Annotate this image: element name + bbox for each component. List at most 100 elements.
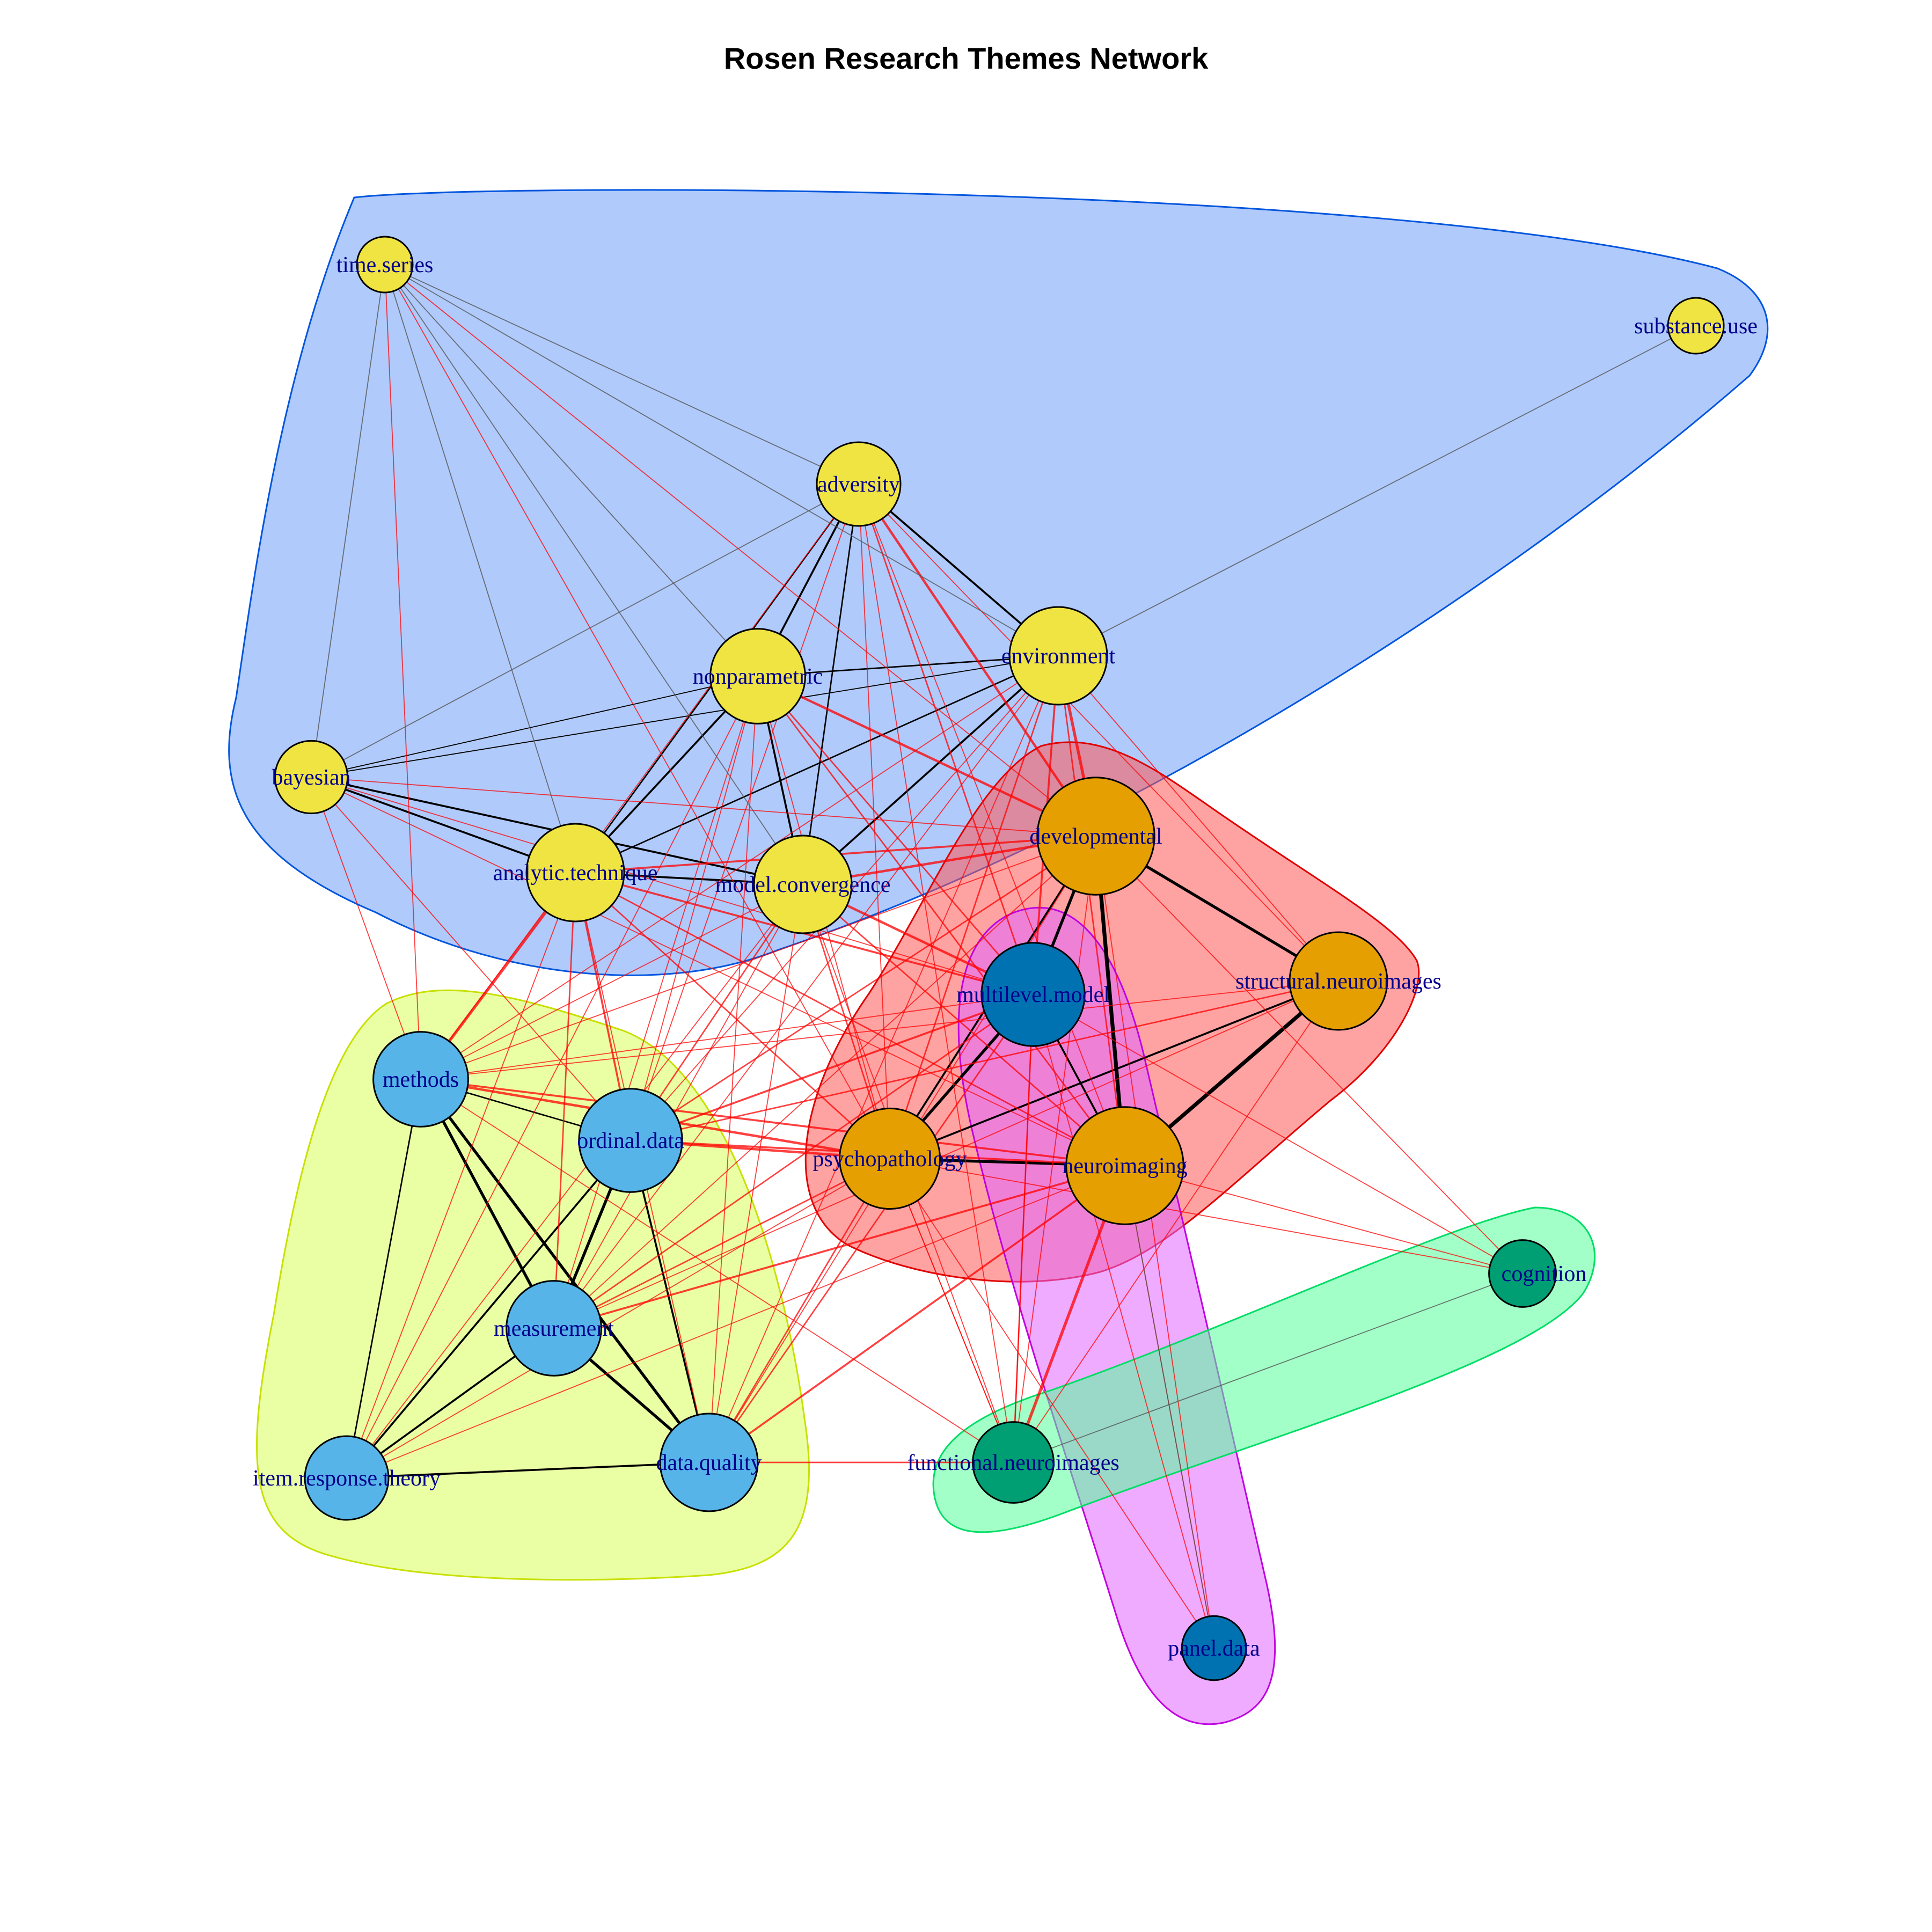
edge-time.series-methods — [384, 264, 421, 1080]
edge-psychopathology-functional.neuroimages — [889, 1158, 1014, 1463]
edge-time.series-nonparametric — [384, 264, 758, 677]
edge-environment-data.quality — [708, 655, 1059, 1463]
node-label-data-quality: data.quality — [656, 1451, 762, 1475]
node-time-series[interactable] — [356, 236, 414, 294]
edge-environment-analytic.technique — [575, 655, 1059, 874]
edge-environment-psychopathology — [889, 655, 1059, 1159]
node-functional-neuroimages[interactable] — [972, 1421, 1055, 1504]
edge-adversity-multilevel.model — [858, 484, 1034, 995]
edge-methods-data.quality — [419, 1078, 711, 1463]
edge-panel.data-multilevel.model — [1033, 994, 1214, 1649]
edge-ordinal.data-item.response.theory — [346, 1139, 632, 1479]
node-item-response-theory[interactable] — [304, 1435, 390, 1521]
edge-multilevel.model-functional.neuroimages — [1012, 994, 1034, 1463]
edge-environment-model.convergence — [802, 655, 1059, 885]
node-label-adversity: adversity — [817, 472, 900, 497]
node-label-developmental: developmental — [1029, 824, 1162, 849]
edge-functional.neuroimages-methods — [420, 1079, 1014, 1463]
node-structural-neuroimages[interactable] — [1289, 931, 1388, 1031]
node-labels: time.series substance.use adversity environ… — [253, 253, 1758, 1661]
edge-ordinal.data-developmental — [630, 835, 1096, 1141]
node-label-panel-data: panel.data — [1168, 1636, 1260, 1661]
edge-bayesian-ordinal.data — [311, 777, 631, 1141]
node-adversity[interactable] — [816, 441, 902, 527]
node-multilevel-model[interactable] — [980, 942, 1086, 1047]
edge-model.convergence-measurement — [553, 884, 803, 1329]
edge-structural.neuroimages-measurement — [553, 980, 1339, 1329]
edge-time.series-environment — [384, 264, 1059, 656]
edge-measurement-neuroimaging — [553, 1165, 1125, 1329]
edge-item.response.theory-psychopathology — [346, 1158, 890, 1479]
edge-item.response.theory-analytic.technique — [346, 872, 576, 1479]
node-ordinal-data[interactable] — [578, 1088, 683, 1193]
edge-adversity-model.convergence — [802, 484, 860, 885]
node-label-measurement: measurement — [494, 1316, 614, 1341]
node-bayesian[interactable] — [274, 740, 349, 815]
node-label-environment: environment — [1001, 644, 1116, 669]
edge-functional.neuroimages-developmental — [1013, 836, 1096, 1463]
edge-adversity-neuroimaging — [858, 484, 1125, 1166]
edge-nonparametric-environment — [757, 655, 1059, 677]
node-developmental[interactable] — [1036, 777, 1155, 896]
node-label-nonparametric: nonparametric — [693, 664, 823, 689]
edge-bayesian-multilevel.model — [311, 777, 1034, 995]
node-environment[interactable] — [1008, 606, 1108, 706]
edge-cognition-multilevel.model — [1033, 994, 1523, 1274]
node-methods[interactable] — [372, 1031, 469, 1128]
edge-time.series-adversity — [384, 264, 859, 485]
edge-methods-neuroimaging — [420, 1078, 1125, 1167]
edge-developmental-measurement — [553, 836, 1096, 1329]
edge-time.series-developmental — [384, 264, 1096, 837]
edge-structural.neuroimages-functional.neuroimages — [1013, 980, 1339, 1463]
edge-adversity-bayesian — [311, 484, 859, 778]
edge-functional.neuroimages-adversity — [858, 484, 1014, 1463]
edge-adversity-psychopathology — [858, 484, 890, 1159]
node-cognition[interactable] — [1488, 1239, 1557, 1308]
edge-time.series-bayesian — [311, 264, 385, 778]
nodes — [274, 236, 1725, 1681]
edge-neuroimaging-cognition — [1124, 1165, 1523, 1274]
edge-environment-measurement — [553, 655, 1059, 1329]
node-label-item-response-theory: item.response.theory — [253, 1466, 441, 1491]
node-nonparametric[interactable] — [709, 628, 806, 724]
node-panel-data[interactable] — [1181, 1615, 1247, 1681]
edge-item.response.theory-nonparametric — [346, 676, 758, 1479]
node-label-functional-neuroimages: functional.neuroimages — [907, 1451, 1119, 1475]
edge-item.response.theory-data.quality — [346, 1461, 709, 1479]
node-label-neuroimaging: neuroimaging — [1062, 1154, 1187, 1179]
node-label-ordinal-data: ordinal.data — [577, 1129, 684, 1153]
edge-panel.data-developmental — [1095, 836, 1214, 1649]
edge-model.convergence-data.quality — [708, 884, 803, 1463]
diagram-title: Rosen Research Themes Network — [724, 41, 1209, 75]
node-label-substance-use: substance.use — [1634, 314, 1758, 339]
node-analytic-technique[interactable] — [525, 823, 625, 923]
edge-substance.use-environment — [1058, 325, 1696, 656]
edge-methods-item.response.theory — [346, 1079, 422, 1479]
node-neuroimaging[interactable] — [1065, 1106, 1184, 1225]
node-measurement[interactable] — [506, 1280, 602, 1377]
node-model-convergence[interactable] — [753, 835, 853, 934]
node-substance-use[interactable] — [1667, 297, 1725, 355]
edge-environment-methods — [420, 655, 1059, 1080]
edge-nonparametric-developmental — [757, 675, 1096, 838]
node-label-time-series: time.series — [336, 253, 434, 277]
edge-cognition-developmental — [1095, 836, 1523, 1274]
edge-adversity-methods — [420, 484, 859, 1080]
node-label-cognition: cognition — [1502, 1262, 1587, 1286]
edge-nonparametric-ordinal.data — [630, 676, 758, 1141]
node-label-structural-neuroimages: structural.neuroimages — [1235, 969, 1441, 994]
edge-multilevel.model-methods — [420, 994, 1034, 1080]
edge-bayesian-developmental — [311, 777, 1096, 837]
edge-panel.data-psychopathology — [889, 1158, 1214, 1649]
edge-structural.neuroimages-ordinal.data — [630, 980, 1339, 1141]
edge-ordinal.data-multilevel.model — [630, 993, 1034, 1141]
edge-measurement-multilevel.model — [553, 993, 1034, 1329]
edge-ordinal.data-data.quality — [630, 1140, 710, 1463]
edge-time.series-psychopathology — [384, 264, 890, 1159]
node-data-quality[interactable] — [659, 1413, 759, 1512]
node-psychopathology[interactable] — [838, 1107, 941, 1210]
edge-model.convergence-methods — [420, 884, 803, 1080]
group-hull-magenta — [957, 906, 1276, 1725]
edge-structural.neuroimages-environment — [1058, 655, 1339, 982]
